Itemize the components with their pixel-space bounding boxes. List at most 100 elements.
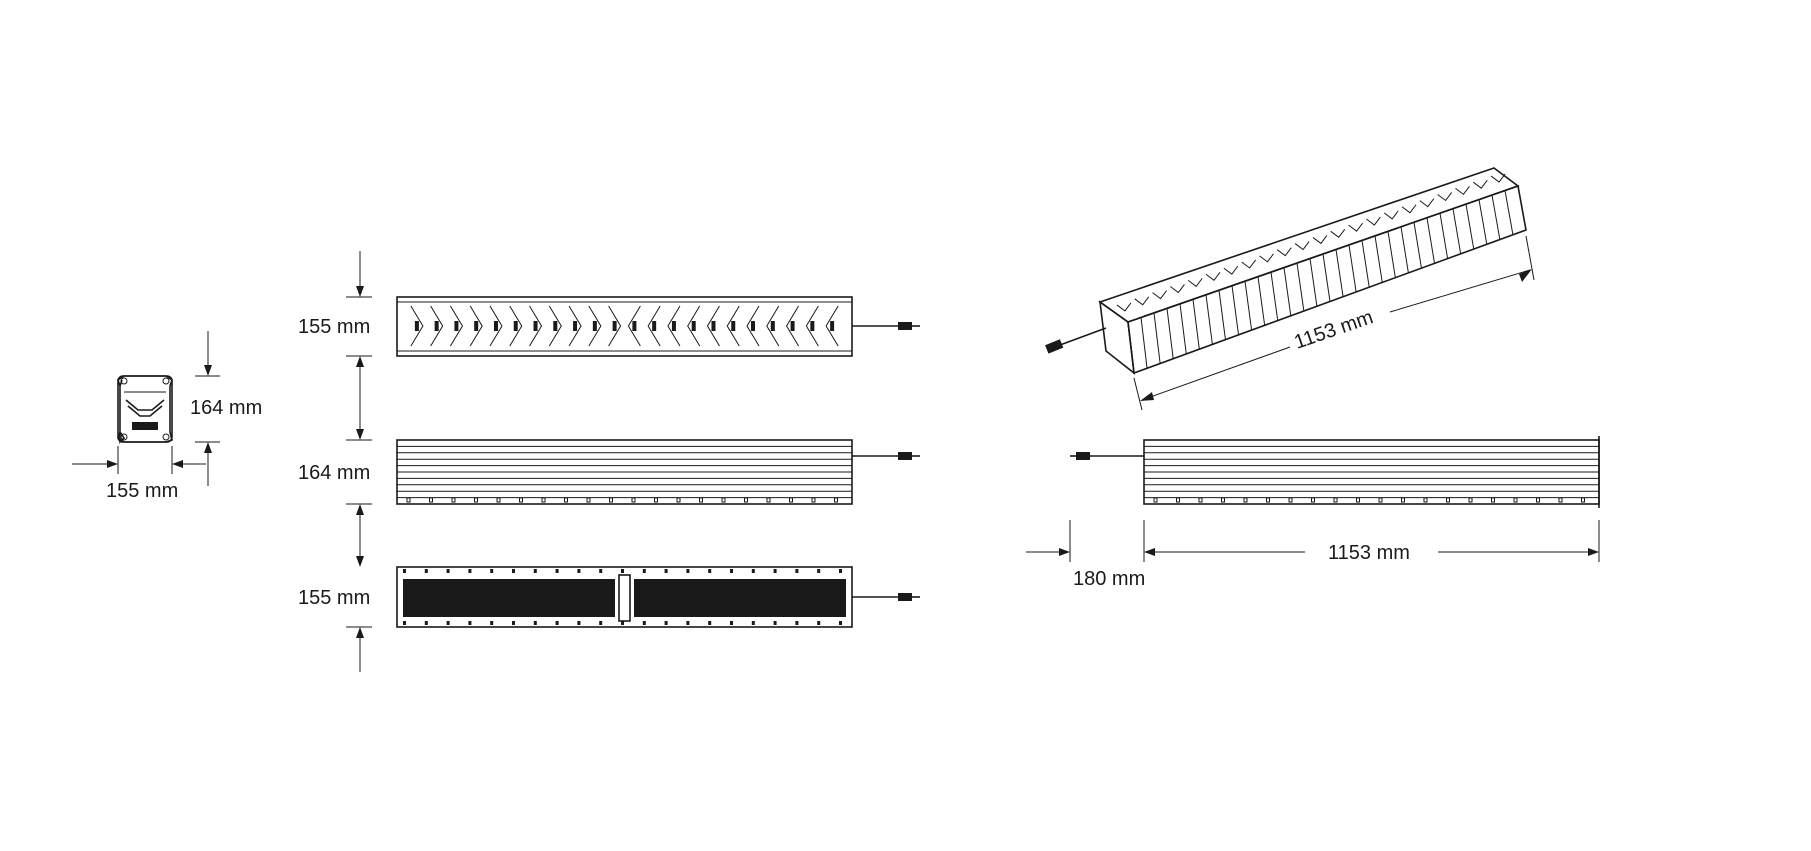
fin-tab (1536, 497, 1540, 503)
led-dot (454, 321, 459, 331)
cable-connector (852, 452, 920, 460)
fin-tab (1401, 497, 1405, 503)
stud (664, 569, 668, 573)
fin-tab (654, 497, 658, 503)
iso-chevron (1205, 271, 1221, 281)
iso-fin (1218, 290, 1226, 340)
chevron (548, 305, 562, 347)
chevron (608, 305, 622, 347)
stud (424, 621, 428, 625)
fin-tab (1198, 497, 1203, 503)
fin-tab (1558, 497, 1563, 503)
stud (403, 621, 406, 625)
fin-tab (1491, 497, 1495, 503)
fin-tab (586, 497, 591, 503)
fin-tab (541, 497, 546, 503)
stud (446, 621, 450, 625)
iso-length-label: 1153 mm (1291, 306, 1376, 353)
end-view-height-label: 164 mm (190, 397, 262, 419)
fin-tab (1243, 497, 1248, 503)
led-dot (770, 321, 775, 331)
stud (708, 569, 712, 573)
cable-connector (852, 593, 920, 601)
top-view-height-dim: 155 mm (298, 251, 372, 440)
stud (599, 621, 603, 625)
stud (468, 621, 472, 625)
end-view-height-dim: 164 mm (190, 331, 262, 486)
rear-cable-connector (1070, 452, 1144, 460)
fin-tab (451, 497, 456, 503)
iso-fin (1374, 235, 1383, 283)
iso-length-dim: 1153 mm (1133, 235, 1535, 411)
chevron (489, 305, 503, 347)
side-view-height-dim: 164 mm (298, 439, 372, 567)
rear-fin-lines (1144, 445, 1599, 503)
fin-tab (609, 497, 613, 503)
iso-chevron (1472, 179, 1488, 189)
stud (839, 569, 842, 573)
fin-tab (1423, 497, 1428, 503)
led-dot (671, 321, 676, 331)
iso-fin (1439, 213, 1449, 259)
chevron (529, 305, 543, 347)
iso-chevron (1170, 284, 1185, 294)
fin-tab (1266, 497, 1270, 503)
iso-fin (1309, 258, 1318, 307)
iso-fin (1452, 208, 1462, 254)
stud (795, 569, 799, 573)
chevron (805, 305, 819, 347)
led-dot (612, 321, 617, 331)
rear-cable-length-dim: 180 mm (1026, 520, 1145, 590)
led-dot (533, 321, 538, 331)
led-dot (790, 321, 795, 331)
iso-fin (1504, 190, 1514, 235)
fin-tab (1333, 497, 1338, 503)
stud (730, 569, 733, 573)
stud (642, 569, 646, 573)
stud (730, 621, 733, 625)
stud (424, 569, 428, 573)
stud (577, 569, 581, 573)
chevron (410, 305, 424, 347)
stud (686, 621, 690, 625)
bottom-view (396, 566, 920, 628)
iso-chevron (1312, 235, 1328, 245)
iso-fin (1400, 226, 1409, 273)
chevron (509, 305, 523, 347)
iso-fin (1335, 249, 1344, 297)
iso-chevron (1383, 210, 1399, 220)
stud (708, 621, 712, 625)
led-dot (711, 321, 716, 331)
fin-tab (1176, 497, 1180, 503)
iso-fin (1413, 222, 1422, 269)
iso-fin (1179, 303, 1187, 354)
end-view-width-label: 155 mm (106, 480, 178, 502)
chevron (450, 305, 464, 347)
stud (468, 569, 472, 573)
led-dot (592, 321, 597, 331)
stud (773, 621, 777, 625)
rear-length-label: 1153 mm (1328, 542, 1410, 564)
iso-chevron (1259, 253, 1274, 263)
chevron (627, 305, 641, 347)
iso-chevron (1241, 259, 1257, 269)
stud (555, 621, 559, 625)
iso-fin (1244, 281, 1253, 331)
stud (664, 621, 668, 625)
iso-fin (1465, 204, 1475, 250)
rear-length-dim: 1153 mm (1143, 520, 1600, 564)
chevron (785, 305, 799, 347)
iso-fin (1153, 312, 1161, 364)
fin-tab (1446, 497, 1450, 503)
stud (621, 569, 624, 573)
led-dot (553, 321, 558, 331)
stud (817, 569, 821, 573)
fin-tab (429, 497, 433, 503)
led-dot (474, 321, 479, 331)
fin-tab (811, 497, 816, 503)
chevron (825, 305, 839, 347)
iso-chevron (1348, 222, 1363, 232)
fin-tab (1581, 497, 1585, 503)
chevron (647, 305, 661, 347)
iso-chevron (1455, 186, 1470, 196)
